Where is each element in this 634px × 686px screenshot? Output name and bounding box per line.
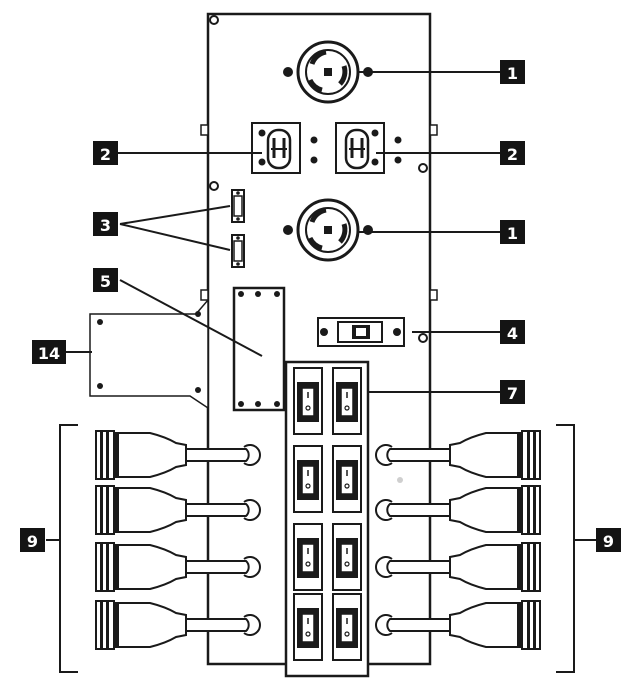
power-cord-plug xyxy=(375,430,541,480)
callout-badge-9-left: 9 xyxy=(20,528,45,552)
power-cord-plug xyxy=(95,485,261,535)
rocker-switch xyxy=(332,367,362,435)
callout-badge-7: 7 xyxy=(500,380,525,404)
callout-badge-1-top: 1 xyxy=(500,60,525,84)
cord-bracket-left xyxy=(46,424,78,673)
callout-label-1-top: 1 xyxy=(507,64,518,83)
cord-bracket-right xyxy=(556,424,596,673)
chassis-tabs xyxy=(200,124,438,301)
callout-badge-2-left: 2 xyxy=(93,141,118,165)
twist-lock-receptacle-middle xyxy=(283,198,373,262)
rocker-switch xyxy=(293,445,323,513)
power-cord-plug xyxy=(95,600,261,650)
twist-lock-receptacle-top xyxy=(283,40,373,104)
switch-panel xyxy=(284,360,370,678)
callout-label-7: 7 xyxy=(507,384,518,403)
callout-label-5: 5 xyxy=(100,272,111,291)
power-cords-left xyxy=(95,430,261,650)
callout-badge-1-middle: 1 xyxy=(500,220,525,244)
power-cord-plug xyxy=(375,600,541,650)
power-cord-plug xyxy=(95,542,261,592)
duplex-outlet-left xyxy=(251,122,318,174)
rocker-switch xyxy=(332,445,362,513)
serial-port-lower xyxy=(231,234,245,268)
rocker-switch xyxy=(332,593,362,661)
callout-badge-3: 3 xyxy=(93,212,118,236)
callout-label-9-right: 9 xyxy=(603,532,614,551)
accessory-slot-cover xyxy=(232,286,286,412)
callout-label-14: 14 xyxy=(38,344,60,363)
callout-label-4: 4 xyxy=(507,324,518,343)
rocker-switch xyxy=(293,523,323,591)
circuit-breaker xyxy=(317,317,405,347)
callout-badge-4: 4 xyxy=(500,320,525,344)
callout-label-2-right: 2 xyxy=(507,145,518,164)
callout-badge-14: 14 xyxy=(32,340,66,364)
callout-badge-2-right: 2 xyxy=(500,141,525,165)
chassis-screws xyxy=(209,15,428,343)
rocker-switch xyxy=(293,593,323,661)
power-cord-plug xyxy=(375,485,541,535)
serial-port-upper xyxy=(231,189,245,223)
callout-label-3: 3 xyxy=(100,216,111,235)
rocker-switch xyxy=(293,367,323,435)
callout-label-9-left: 9 xyxy=(27,532,38,551)
callout-label-2-left: 2 xyxy=(100,145,111,164)
callout-badge-5: 5 xyxy=(93,268,118,292)
power-cords-right xyxy=(375,430,541,650)
leader-lines xyxy=(66,71,500,393)
rocker-switch xyxy=(332,523,362,591)
mounting-bracket xyxy=(89,297,209,410)
callout-badge-9-right: 9 xyxy=(596,528,621,552)
duplex-outlet-right xyxy=(335,122,402,174)
power-cord-plug xyxy=(95,430,261,480)
power-cord-plug xyxy=(375,542,541,592)
indicator-dot xyxy=(397,477,403,483)
callout-label-1-middle: 1 xyxy=(507,224,518,243)
